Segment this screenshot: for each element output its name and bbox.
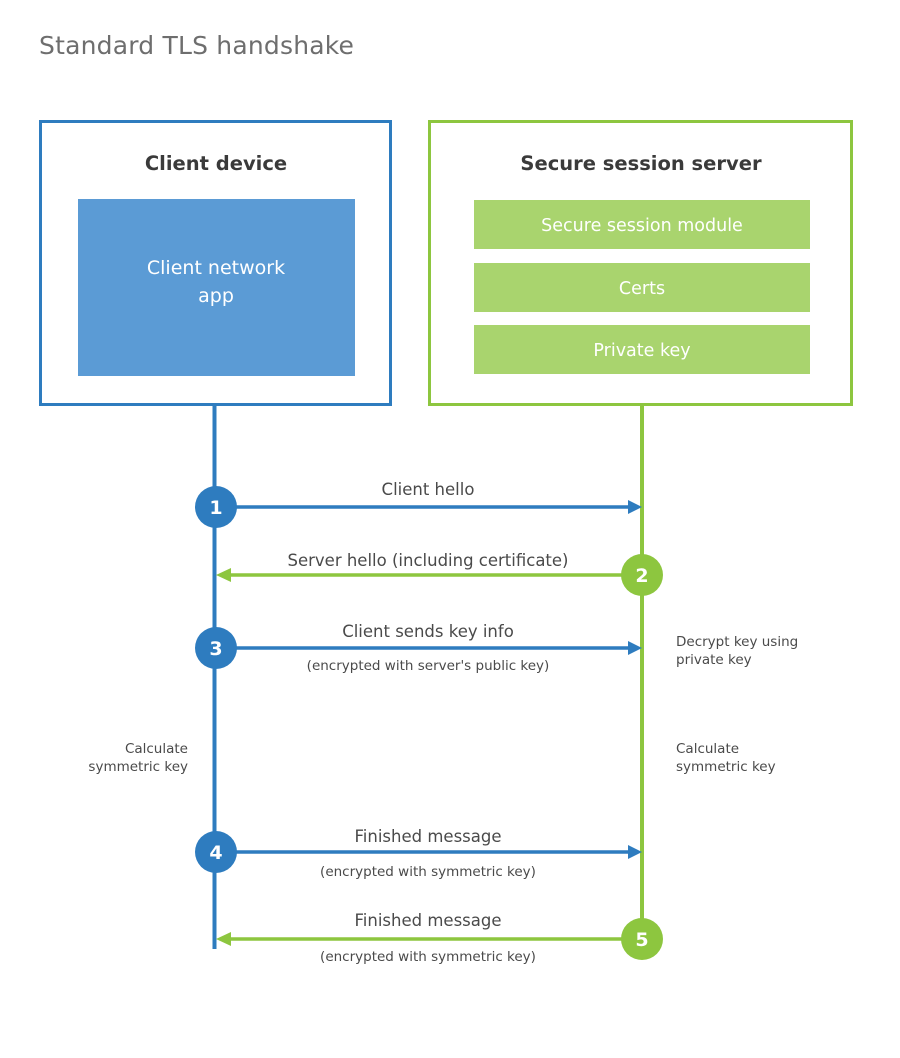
step-2-group: Server hello (including certificate) 2 bbox=[216, 551, 663, 596]
server-chip-label-1: Certs bbox=[619, 279, 665, 299]
server-chip-label-2: Private key bbox=[593, 341, 690, 361]
server-panel-title: Secure session server bbox=[520, 152, 762, 175]
step-3-group: Client sends key info 3 (encrypted with … bbox=[195, 622, 642, 674]
server-chip-label-0: Secure session module bbox=[541, 216, 743, 236]
step-1-label: Client hello bbox=[382, 480, 475, 499]
server-chip-private-key bbox=[474, 325, 810, 374]
client-network-app-label-line1: Client network bbox=[147, 257, 285, 279]
server-chip-certs bbox=[474, 263, 810, 312]
decrypt-note-line2: private key bbox=[676, 652, 752, 668]
decrypt-note-line1: Decrypt key using bbox=[676, 634, 798, 650]
step-4-arrowhead-icon bbox=[628, 845, 642, 859]
client-network-app-label-line2: app bbox=[198, 285, 234, 307]
step-2-arrowhead-icon bbox=[216, 568, 231, 582]
client-calc-note-line1: Calculate bbox=[125, 741, 188, 757]
step-1-group: Client hello 1 bbox=[195, 480, 642, 528]
step-1-badge bbox=[195, 486, 237, 528]
step-3-label: Client sends key info bbox=[342, 622, 514, 641]
step-5-badge bbox=[621, 918, 663, 960]
client-device-panel: Client device Client network app bbox=[39, 120, 392, 406]
step-5-label: Finished message bbox=[355, 911, 502, 930]
step-4-sublabel: (encrypted with symmetric key) bbox=[320, 864, 536, 880]
client-panel-title: Client device bbox=[145, 152, 287, 175]
step-2-number: 2 bbox=[635, 565, 648, 587]
step-2-badge bbox=[621, 554, 663, 596]
step-4-label: Finished message bbox=[355, 827, 502, 846]
server-calc-note-line2: symmetric key bbox=[676, 759, 776, 775]
page-title: Standard TLS handshake bbox=[39, 31, 354, 60]
client-calc-note-line2: symmetric key bbox=[88, 759, 188, 775]
step-5-number: 5 bbox=[635, 929, 648, 951]
step-3-badge bbox=[195, 627, 237, 669]
step-3-number: 3 bbox=[209, 638, 222, 660]
step-5-group: Finished message 5 (encrypted with symme… bbox=[216, 911, 663, 965]
client-network-app-box bbox=[78, 199, 355, 376]
step-1-number: 1 bbox=[209, 497, 222, 519]
decrypt-key-note: Decrypt key using private key bbox=[676, 634, 798, 668]
step-1-arrowhead-icon bbox=[628, 500, 642, 514]
step-4-group: Finished message 4 (encrypted with symme… bbox=[195, 827, 642, 880]
step-4-number: 4 bbox=[209, 842, 222, 864]
step-5-arrowhead-icon bbox=[216, 932, 231, 946]
server-calc-note-line1: Calculate bbox=[676, 741, 739, 757]
step-2-label: Server hello (including certificate) bbox=[288, 551, 569, 570]
server-calculate-symmetric-key-note: Calculate symmetric key bbox=[676, 741, 776, 775]
client-calculate-symmetric-key-note: Calculate symmetric key bbox=[88, 741, 188, 775]
step-3-sublabel: (encrypted with server's public key) bbox=[307, 658, 550, 674]
step-3-arrowhead-icon bbox=[628, 641, 642, 655]
step-5-sublabel: (encrypted with symmetric key) bbox=[320, 949, 536, 965]
secure-session-server-panel: Secure session server Secure session mod… bbox=[428, 120, 853, 406]
client-lifeline bbox=[212, 404, 217, 949]
step-4-badge bbox=[195, 831, 237, 873]
server-chip-secure-session-module bbox=[474, 200, 810, 249]
server-lifeline bbox=[640, 404, 644, 939]
